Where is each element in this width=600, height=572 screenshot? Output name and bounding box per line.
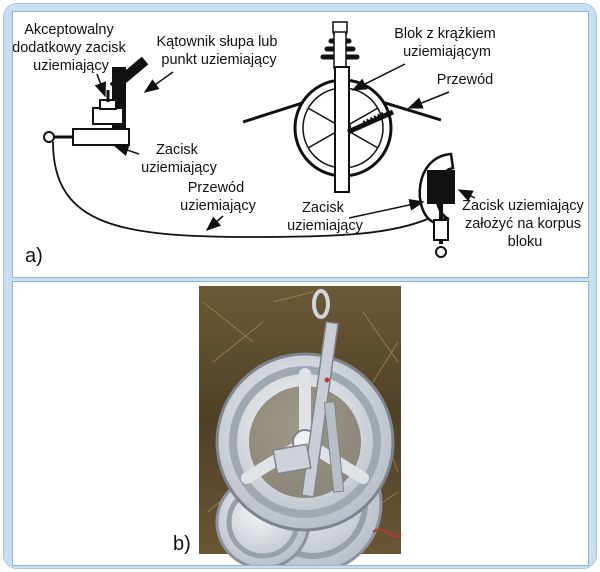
hook-eye — [312, 289, 330, 319]
c-clamp-right — [418, 152, 455, 258]
label-conductor: Przewód — [437, 72, 493, 88]
acceptable-clamp — [92, 107, 124, 125]
grounding-wire — [52, 141, 431, 238]
label-grounding-clamp-left: Zacisk uziemiający — [141, 142, 217, 176]
block-frame — [334, 66, 350, 193]
label-angle-bar: Kątownik słupa lub punkt uziemiający — [157, 34, 282, 68]
grounding-diagram: Akceptowalny dodatkowy zacisk uziemiając… — [12, 21, 588, 267]
label-block-pulley: Blok z krążkiem uziemiającym — [394, 26, 500, 60]
eye-ring-left — [43, 131, 55, 143]
grounding-arm — [346, 109, 395, 135]
left-clamp-assembly — [43, 56, 149, 146]
panel-a: Akceptowalny dodatkowy zacisk uziemiając… — [12, 11, 589, 278]
pulley-photo: b) — [173, 286, 402, 572]
label-grounding-wire: Przewód uziemiający — [180, 180, 256, 214]
label-grounding-clamp-middle: Zacisk uziemiający — [287, 200, 363, 234]
grounding-clamp-left — [72, 128, 130, 146]
pulley-block — [242, 21, 442, 193]
label-clamp-on-block-body: Zacisk uziemiający założyć na korpus blo… — [462, 198, 588, 250]
angle-bar-arm — [109, 56, 149, 92]
panel-b: b) — [12, 281, 589, 572]
panel-b-letter: b) — [173, 533, 191, 555]
photo — [199, 286, 402, 572]
label-acceptable-clamp: Akceptowalny dodatkowy zacisk uziemiając… — [13, 22, 130, 74]
panel-a-letter: a) — [25, 245, 43, 267]
